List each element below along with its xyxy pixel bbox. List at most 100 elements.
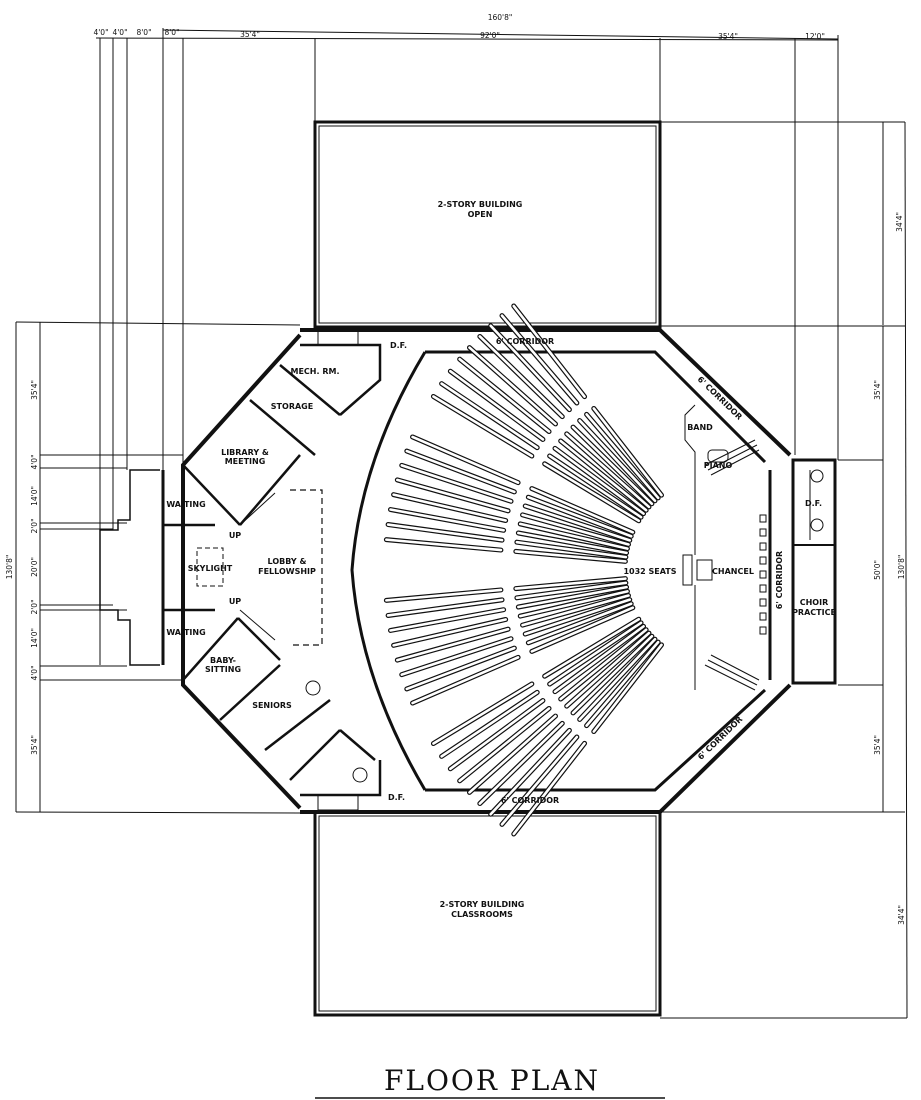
svg-text:6' CORRIDOR: 6' CORRIDOR: [501, 796, 559, 805]
pew-fill: [578, 637, 657, 721]
pew-fill: [553, 625, 645, 693]
pew-fill: [396, 478, 510, 513]
pew-fill: [523, 598, 632, 636]
svg-text:SITTING: SITTING: [205, 665, 241, 674]
choir-seat: [759, 528, 767, 537]
svg-text:130'8": 130'8": [5, 555, 14, 580]
pew-fill: [585, 413, 660, 500]
pew-fill: [559, 628, 648, 701]
svg-text:35'4": 35'4": [718, 32, 738, 41]
pew-fill: [386, 523, 504, 542]
svg-text:D.F.: D.F.: [388, 793, 405, 802]
svg-text:BAND: BAND: [687, 423, 713, 432]
svg-text:D.F.: D.F.: [390, 341, 407, 350]
choir-seat: [759, 626, 767, 635]
svg-text:UP: UP: [229, 531, 241, 540]
pew-fill: [592, 643, 663, 733]
pew-fill: [411, 656, 520, 705]
svg-text:LIBRARY &: LIBRARY &: [221, 448, 269, 457]
pew-fill: [389, 608, 505, 632]
pew-fill: [523, 504, 632, 542]
svg-text:STORAGE: STORAGE: [271, 402, 313, 411]
pew-fill: [392, 618, 507, 647]
svg-text:35'4": 35'4": [30, 380, 39, 400]
svg-text:12'0": 12'0": [805, 32, 825, 41]
pew-fill: [500, 314, 579, 405]
svg-text:34'4": 34'4": [895, 212, 904, 232]
pew-fill: [396, 627, 510, 662]
pew-fill: [517, 585, 628, 609]
pew-fill: [400, 464, 513, 503]
pew-fill: [515, 540, 628, 559]
svg-text:D.F.: D.F.: [805, 499, 822, 508]
pew-fill: [392, 493, 507, 522]
svg-text:WAITING: WAITING: [166, 628, 205, 637]
svg-text:35'4": 35'4": [30, 735, 39, 755]
svg-text:SKYLIGHT: SKYLIGHT: [188, 564, 233, 573]
pew-fill: [530, 487, 635, 534]
pew-fill: [449, 369, 545, 441]
svg-text:50'0": 50'0": [873, 560, 882, 580]
pew-fill: [512, 304, 586, 398]
choir-seat: [759, 598, 767, 607]
pew-fill: [512, 742, 586, 836]
pew-fill: [521, 513, 630, 546]
drawing-title: FLOOR PLAN: [384, 1064, 600, 1097]
accessible-icon: [810, 518, 824, 532]
svg-text:2-STORY BUILDING: 2-STORY BUILDING: [440, 900, 525, 909]
pew-fill: [514, 577, 627, 590]
pew-fill: [527, 495, 633, 538]
pew-fill: [385, 538, 503, 552]
pew-fill: [405, 646, 516, 691]
pew-fill: [432, 682, 534, 745]
chancel-platform: [682, 404, 760, 691]
svg-text:6' CORRIDOR: 6' CORRIDOR: [496, 337, 554, 346]
pew-fill: [548, 621, 643, 686]
pew-fill: [543, 462, 641, 523]
svg-text:FELLOWSHIP: FELLOWSHIP: [258, 567, 316, 576]
svg-text:4'0": 4'0": [112, 28, 127, 37]
pew-fill: [386, 598, 504, 617]
top-building: 2-STORY BUILDING OPEN: [313, 120, 662, 329]
pew-fill: [592, 407, 663, 497]
svg-text:130'8": 130'8": [897, 555, 906, 580]
svg-text:2-STORY BUILDING: 2-STORY BUILDING: [438, 200, 523, 209]
svg-text:4'0": 4'0": [30, 665, 39, 680]
svg-text:CHOIR: CHOIR: [800, 598, 829, 607]
pew-fill: [385, 588, 503, 602]
svg-text:92'0": 92'0": [480, 31, 500, 40]
wheelchair-icons: [305, 469, 824, 783]
pew-fill: [565, 432, 651, 509]
piano-icon: [707, 449, 729, 463]
svg-text:2'0": 2'0": [30, 599, 39, 614]
pew-fill: [518, 590, 629, 618]
pew-fill: [521, 594, 630, 627]
pew-fill: [530, 606, 635, 653]
pew-fill: [518, 522, 629, 550]
svg-text:PRACTICE: PRACTICE: [792, 608, 836, 617]
pew-fill: [478, 722, 564, 805]
pew-fill: [458, 357, 551, 433]
pew-fill: [559, 439, 648, 512]
svg-text:14'0": 14'0": [30, 628, 39, 648]
svg-text:MEETING: MEETING: [225, 457, 266, 466]
svg-text:SENIORS: SENIORS: [252, 701, 292, 710]
pew-fill: [571, 425, 654, 506]
pew-fill: [389, 508, 505, 532]
svg-text:1032 SEATS: 1032 SEATS: [623, 567, 676, 576]
pew-fill: [500, 735, 579, 826]
bottom-building: 2-STORY BUILDING CLASSROOMS: [313, 810, 662, 1017]
pew-fill: [411, 435, 520, 484]
pew-fill: [527, 602, 633, 645]
svg-text:35'4": 35'4": [873, 380, 882, 400]
pew-fill: [405, 449, 516, 494]
pew-fill: [440, 691, 539, 758]
accessible-icon: [352, 767, 368, 783]
svg-text:UP: UP: [229, 597, 241, 606]
svg-text:4'0": 4'0": [93, 28, 108, 37]
svg-text:160'8": 160'8": [488, 13, 513, 22]
pew-fill: [400, 637, 513, 676]
svg-text:MECH. RM.: MECH. RM.: [291, 367, 340, 376]
pew-fill: [543, 617, 641, 678]
